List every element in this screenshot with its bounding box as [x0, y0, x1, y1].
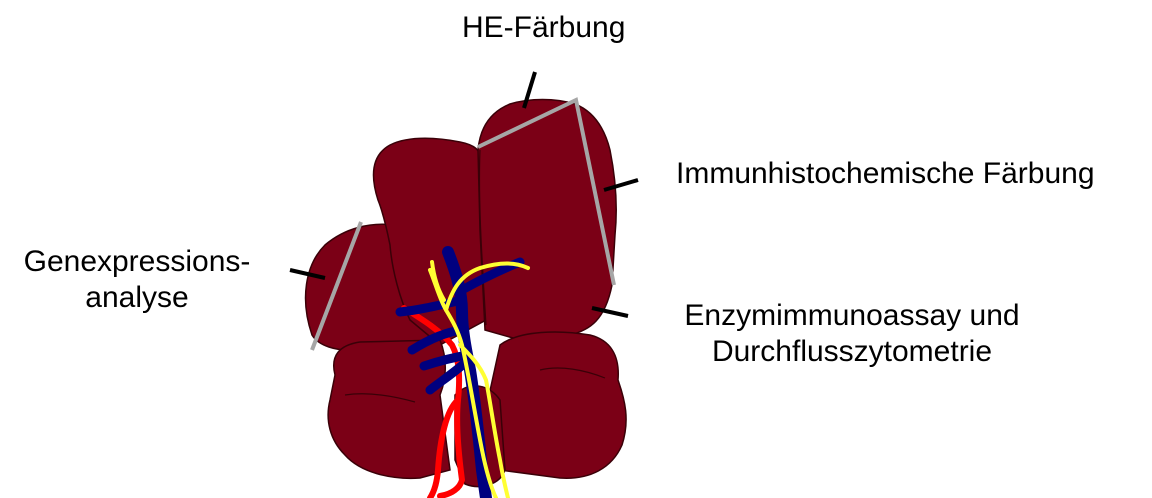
label-enzyme-flow: Enzymimmunoassay und Durchflusszytometri…	[672, 298, 1032, 370]
label-enzyme-flow-line1: Enzymimmunoassay und	[672, 298, 1032, 334]
label-gene-expression-line1: Genexpressions-	[6, 244, 268, 280]
label-gene-expression-line2: analyse	[6, 280, 268, 316]
right-lobe	[488, 332, 626, 478]
label-he-staining: HE-Färbung	[462, 10, 625, 46]
label-immunohistochemistry: Immunhistochemische Färbung	[676, 156, 1095, 192]
label-enzyme-flow-line2: Durchflusszytometrie	[672, 334, 1032, 370]
label-gene-expression: Genexpressions- analyse	[6, 244, 268, 316]
